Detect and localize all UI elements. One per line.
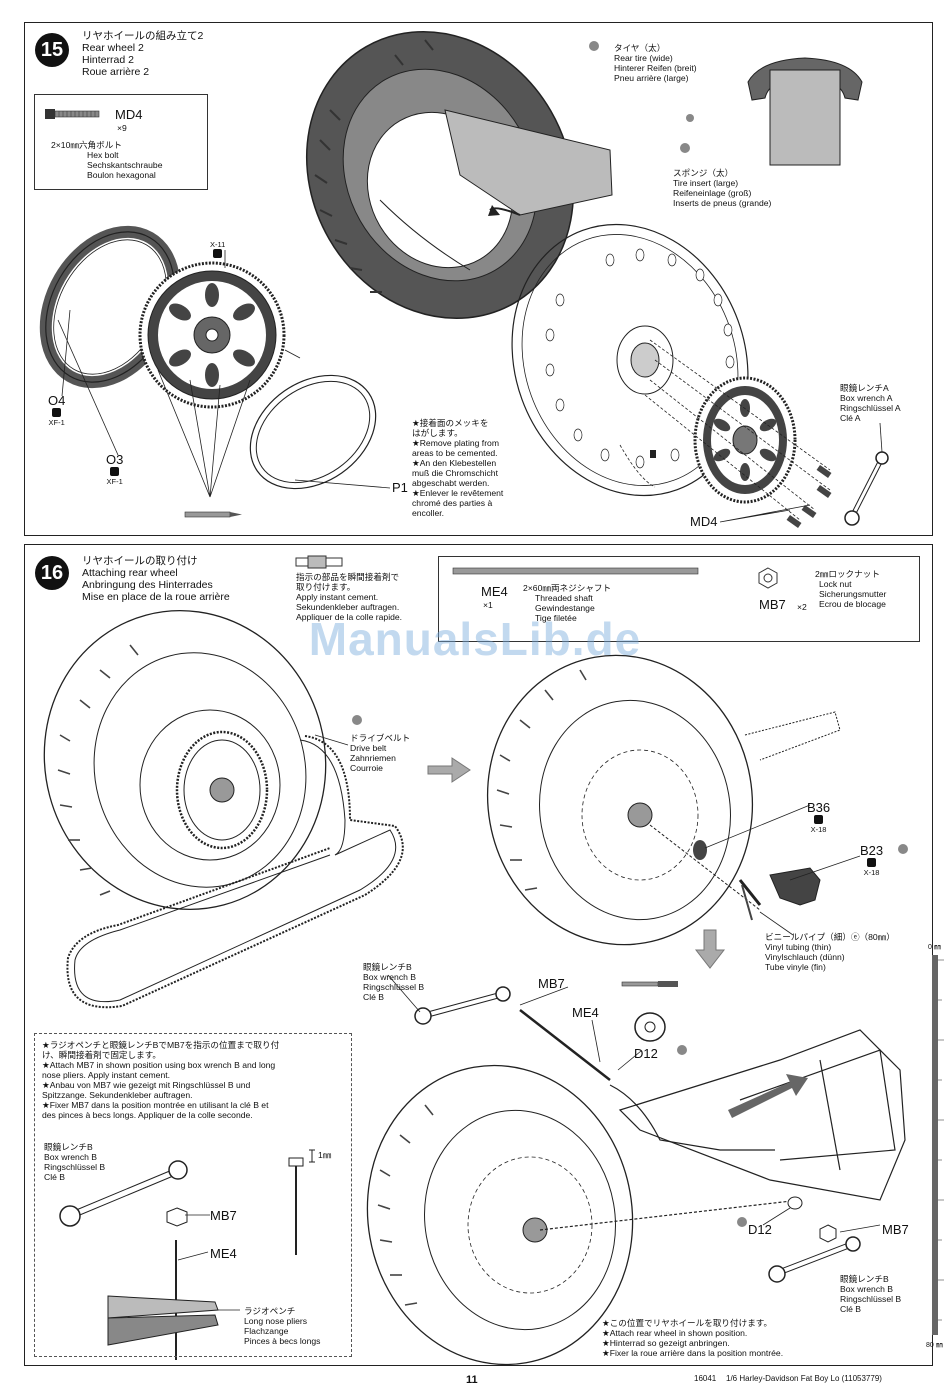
b23-part: B23 X-18 xyxy=(860,843,884,877)
hex-bolt-icon xyxy=(45,109,100,119)
inset-wrench-note: 眼鏡レンチB Box wrench B Ringschlüssel B Clé … xyxy=(44,1142,106,1182)
d12-callout-2: D12 xyxy=(748,1222,772,1237)
box-wrench-b-bottom-icon xyxy=(768,1236,861,1283)
p1-ring xyxy=(249,374,377,490)
step15-number: 15 xyxy=(35,33,69,67)
mb7-callout-bottom: MB7 xyxy=(882,1222,909,1237)
o4-part: O4 XF-1 xyxy=(48,393,66,427)
drive-belt-note: ドライブベルト Drive belt Zahnriemen Courroie xyxy=(350,733,411,773)
position-note: ★この位置でリヤホイールを取り付けます。 ★Attach rear wheel … xyxy=(602,1318,784,1358)
o3-part: O3 XF-1 xyxy=(106,452,124,486)
footer-code: 16041 xyxy=(694,1374,717,1383)
bottom-wheel xyxy=(366,1064,634,1366)
mb7-code: MB7 xyxy=(759,597,786,612)
me4-desc: 2×60㎜両ネジシャフト Threaded shaft Gewindestang… xyxy=(523,583,612,623)
wrench-b-bottom-note: 眼鏡レンチB Box wrench B Ringschlüssel B Clé … xyxy=(840,1274,902,1314)
mb7-qty: ×2 xyxy=(797,602,807,612)
tire-cross-section xyxy=(747,57,863,166)
left-wheel xyxy=(43,609,327,911)
md4-callout: MD4 xyxy=(690,514,718,529)
box-wrench-b-icon xyxy=(414,986,511,1025)
ruler-scale xyxy=(932,955,944,1335)
cement-icon xyxy=(295,555,343,569)
inset-me4-label: ME4 xyxy=(210,1246,237,1261)
md4-parts-box: MD4 ×9 2×10㎜六角ボルト Hex bolt Sechskantschr… xyxy=(34,94,208,190)
attach-note: ★ラジオペンチと眼鏡レンチBでMB7を指示の位置まで取り付 け、瞬間接着剤で固定… xyxy=(42,1040,280,1120)
inset-1mm-label: 1㎜ xyxy=(318,1150,332,1160)
x11-label: X-11 xyxy=(210,240,225,259)
vinyl-tubing-note: ビニールパイプ（細）ⓔ（80㎜） Vinyl tubing (thin) Vin… xyxy=(765,932,895,972)
watermark: ManualsLib.de xyxy=(308,613,642,665)
me4-code: ME4 xyxy=(481,584,508,599)
cement-note: 指示の部品を瞬間接着剤で 取り付けます。 Apply instant cemen… xyxy=(296,572,403,622)
ruler-bottom-label: 80 ㎜ xyxy=(926,1342,943,1349)
right-wheel xyxy=(486,654,841,946)
p1-part: P1 xyxy=(392,480,408,495)
down-arrow xyxy=(694,929,726,969)
swingarm-frame xyxy=(539,1029,906,1231)
inset-mb7-label: MB7 xyxy=(210,1208,237,1223)
tire-note: タイヤ（太） Rear tire (wide) Hinterer Reifen … xyxy=(614,43,697,83)
mb7-callout-top: MB7 xyxy=(538,976,565,991)
d12-callout: D12 xyxy=(634,1046,658,1061)
me4-qty: ×1 xyxy=(483,600,493,610)
footer-title: 1/6 Harley-Davidson Fat Boy Lo (11053779… xyxy=(726,1374,882,1383)
page-number: 11 xyxy=(466,1374,478,1386)
wrench-b-top-note: 眼鏡レンチB Box wrench B Ringschlüssel B Clé … xyxy=(363,962,425,1002)
sponge-note: スポンジ（太） Tire insert (large) Reifeneinlag… xyxy=(673,168,772,208)
b36-part: B36 X-18 xyxy=(807,800,831,834)
small-sprocket xyxy=(693,376,797,504)
inset-wrench-icon xyxy=(59,1160,188,1227)
mb7-desc: 2㎜ロックナット Lock nut Sicherungsmutter Ecrou… xyxy=(815,569,887,609)
threaded-shaft-icon xyxy=(452,567,699,575)
plating-note: ★接着面のメッキを はがします。 ★Remove plating from ar… xyxy=(412,418,504,518)
step16-title: リヤホイールの取り付け Attaching rear wheel Anbring… xyxy=(82,555,230,603)
md4-code: MD4 xyxy=(115,107,143,122)
next-arrow xyxy=(427,757,471,783)
sprocket-wheel xyxy=(138,261,286,409)
md4-qty: ×9 xyxy=(117,123,127,133)
tire-insert xyxy=(379,109,613,271)
drive-belt-left xyxy=(66,735,404,1009)
pliers-note: ラジオペンチ Long nose pliers Flachzange Pince… xyxy=(244,1306,321,1346)
md4-desc: 2×10㎜六角ボルト Hex bolt Sechskantschraube Bo… xyxy=(51,140,163,180)
attach-inset-box xyxy=(34,1033,352,1357)
me4-callout: ME4 xyxy=(572,1005,599,1020)
shaft-inset xyxy=(288,1149,315,1255)
step16-panel xyxy=(24,544,933,1366)
ruler-top-label: 0 ㎜ xyxy=(928,944,941,951)
hobby-knife-icon xyxy=(184,511,242,518)
step16-parts-box: ME4 ×1 2×60㎜両ネジシャフト Threaded shaft Gewin… xyxy=(438,556,920,642)
step16-number: 16 xyxy=(35,556,69,590)
lock-nut-icon xyxy=(758,567,778,589)
axle-parts xyxy=(649,824,821,921)
wrench-a-note: 眼鏡レンチA Box wrench A Ringschlüssel A Clé … xyxy=(840,383,901,423)
box-wrench-a-icon xyxy=(844,422,889,526)
step15-title: リヤホイールの組み立て2 Rear wheel 2 Hinterrad 2 Ro… xyxy=(82,30,204,78)
